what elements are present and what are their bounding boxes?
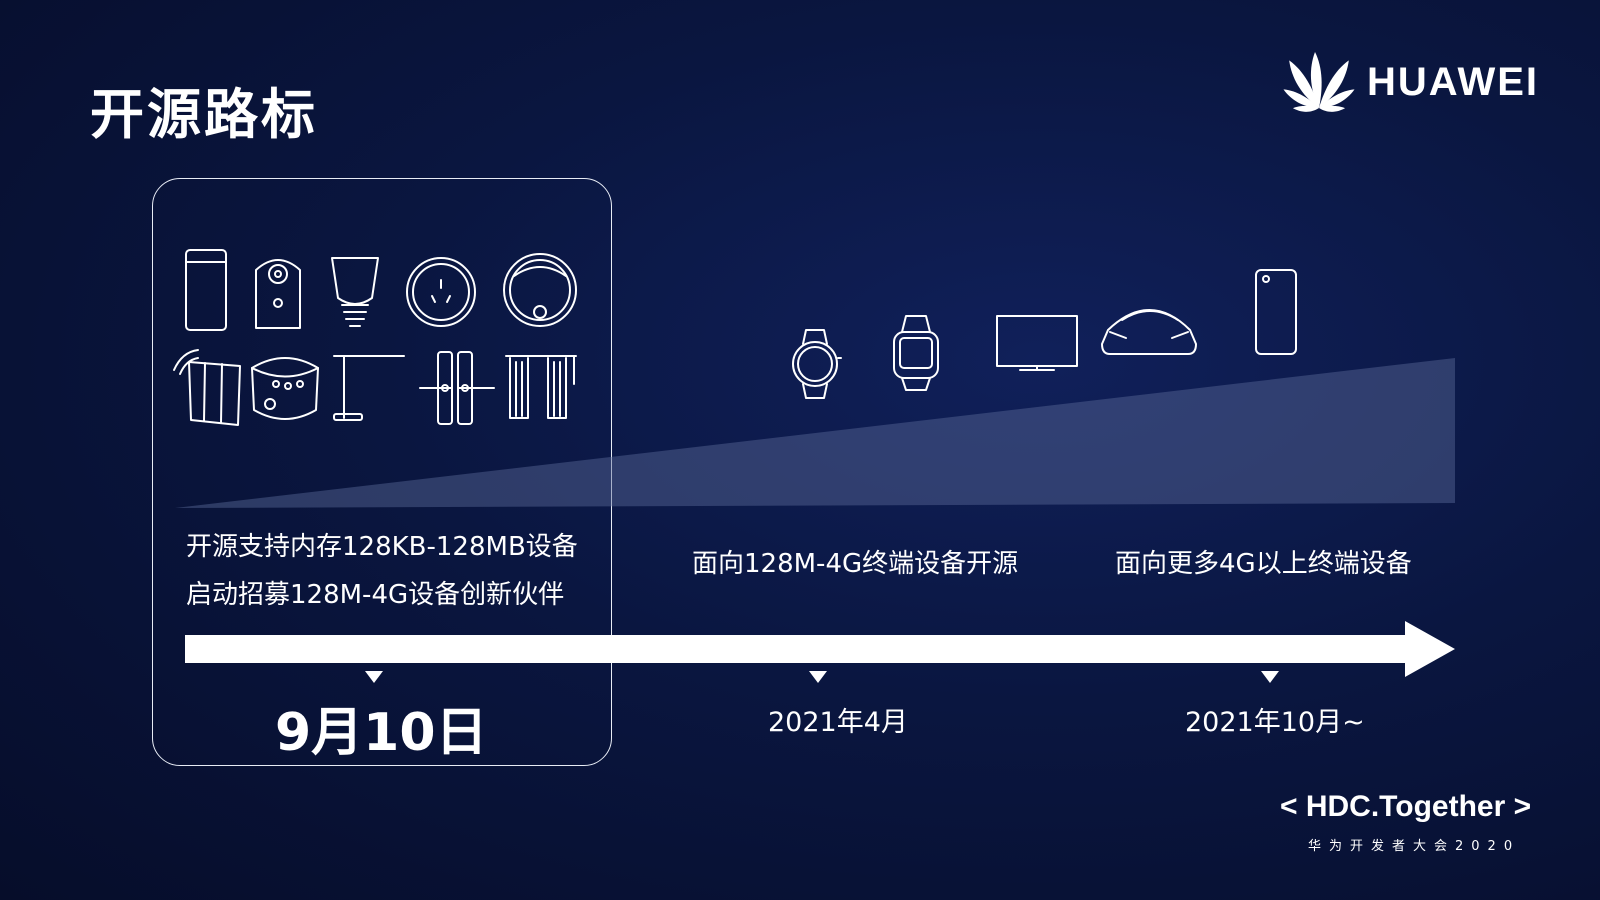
robot-vacuum-icon — [503, 253, 577, 327]
milestone-2-description: 面向128M-4G终端设备开源 — [692, 540, 1018, 588]
timeline-arrow — [185, 621, 1455, 677]
milestone-2-marker — [809, 671, 827, 683]
router-icon — [185, 249, 227, 331]
milestone-1-date: 9月10日 — [275, 703, 488, 763]
milestone-2-line-1: 面向128M-4G终端设备开源 — [692, 549, 1019, 579]
smart-plug-icon — [406, 257, 476, 327]
milestone-1-description: 开源支持内存128KB-128MB设备 启动招募128M-4G设备创新伙伴 — [186, 523, 578, 619]
milestone-3-description: 面向更多4G以上终端设备 — [1115, 540, 1412, 588]
tv-icon — [996, 315, 1078, 371]
phone-icon — [1255, 269, 1297, 355]
milestone-1-line-1: 开源支持内存128KB-128MB设备 — [186, 532, 578, 562]
wall-switch-icon — [173, 349, 241, 426]
milestone-1-marker — [365, 671, 383, 683]
bulb-icon — [331, 257, 379, 327]
milestone-3-line-1: 面向更多4G以上终端设备 — [1115, 549, 1412, 579]
brand-name: HUAWEI — [1367, 60, 1539, 104]
smartwatch-round-icon — [792, 329, 842, 399]
event-subtitle: 华为开发者大会2020 — [1308, 839, 1521, 854]
page-title: 开源路标 — [90, 83, 318, 146]
car-icon — [1101, 309, 1197, 355]
camera-icon — [255, 259, 302, 329]
door-lock-icon — [419, 351, 495, 425]
milestone-3-marker — [1261, 671, 1279, 683]
huawei-logo: HUAWEI — [1275, 48, 1565, 118]
desk-lamp-icon — [333, 355, 405, 421]
current-release-box — [152, 178, 612, 766]
smartwatch-square-icon — [893, 315, 939, 391]
event-logo: < HDC.Together > — [1280, 790, 1532, 823]
milestone-1-line-2: 启动招募128M-4G设备创新伙伴 — [186, 580, 565, 610]
huawei-petal-icon — [1283, 52, 1355, 112]
milestone-3-date: 2021年10月~ — [1185, 707, 1365, 738]
milestone-2-date: 2021年4月 — [768, 707, 908, 738]
rice-cooker-icon — [251, 357, 319, 420]
curtain-icon — [505, 355, 577, 419]
